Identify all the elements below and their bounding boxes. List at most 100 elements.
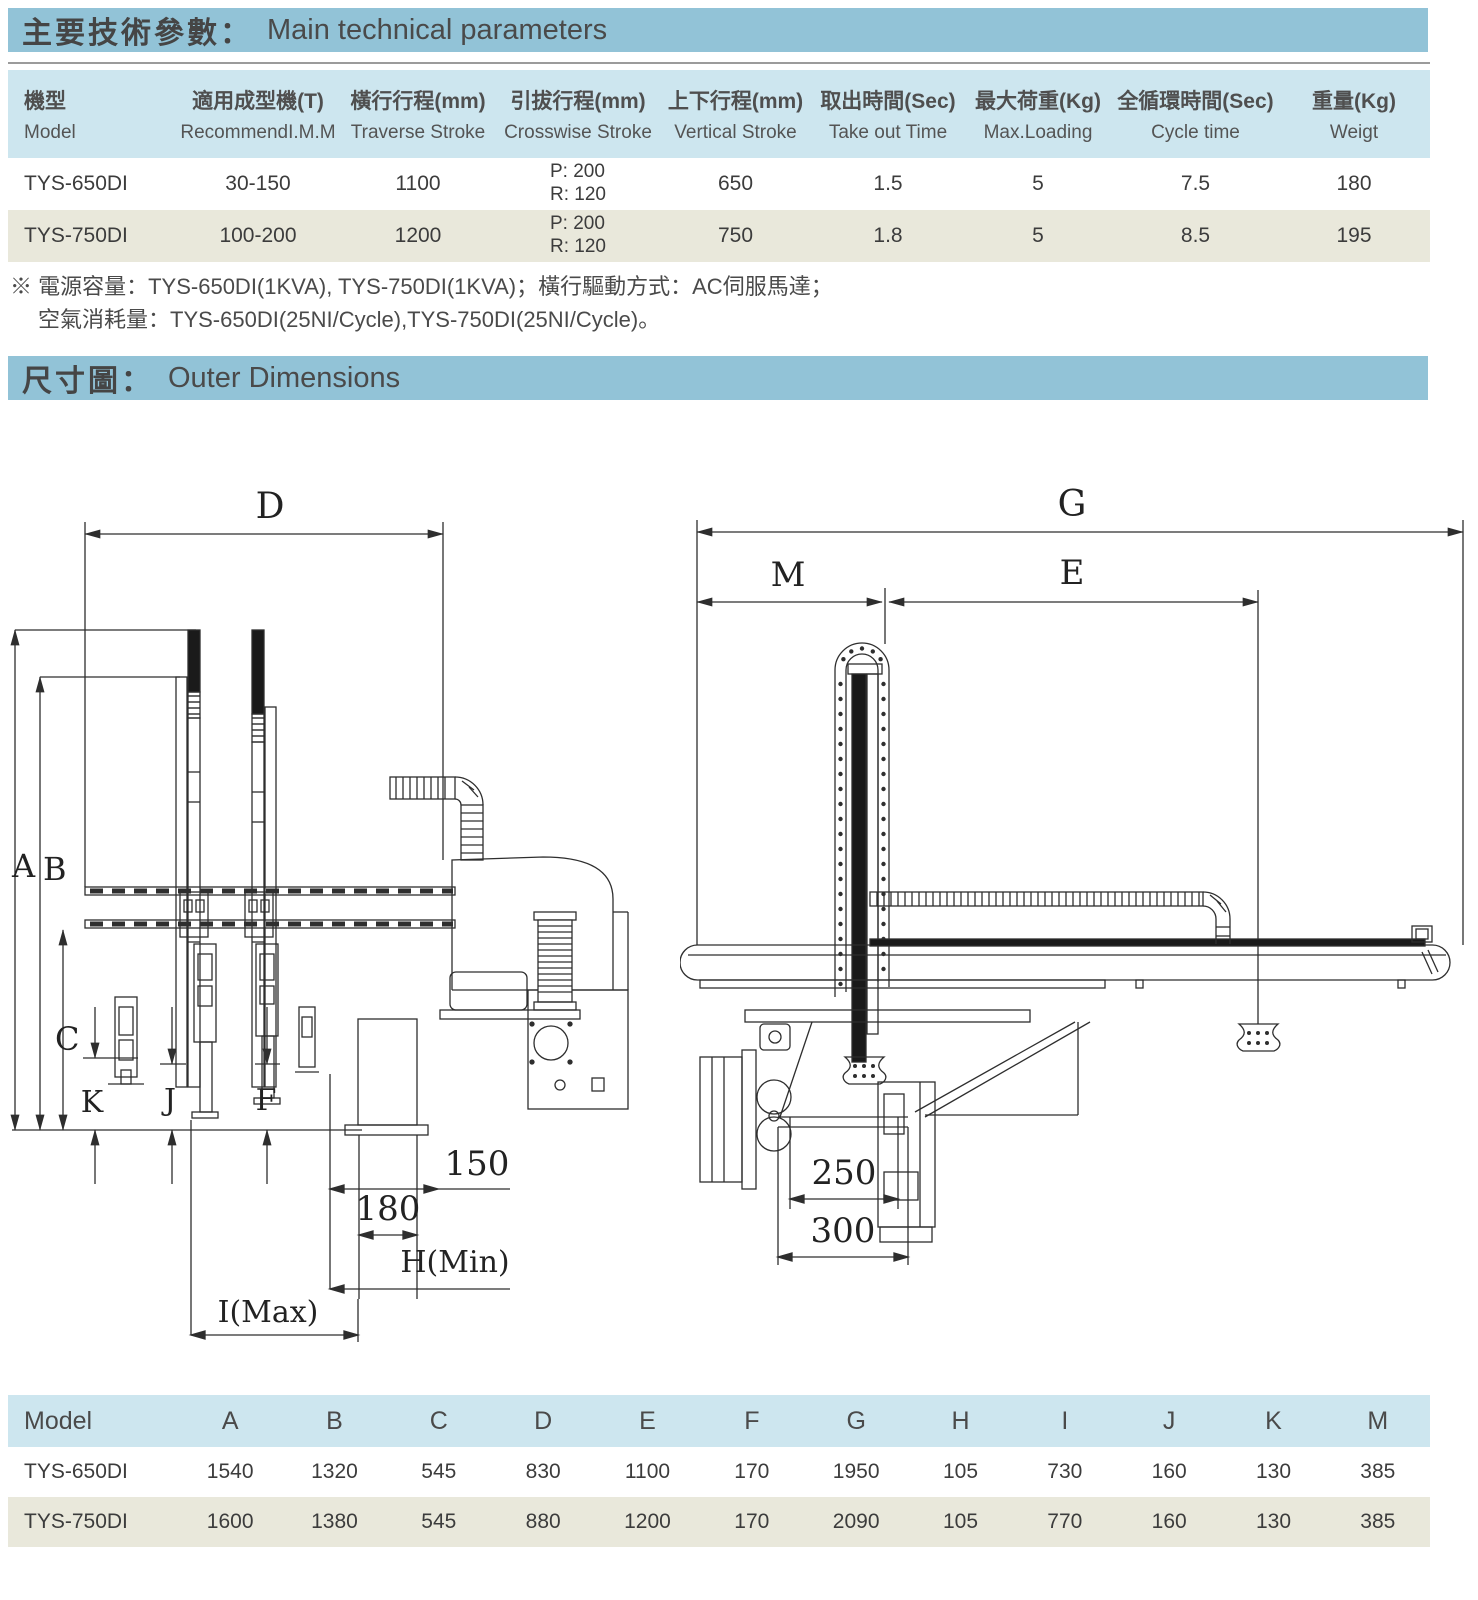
pedestal-column: [344, 1018, 429, 1299]
dimensions-header-cell: D: [534, 1406, 553, 1435]
dimensions-header-cell: B: [326, 1406, 343, 1435]
side-view-drawing: G M E 250 300: [680, 484, 1464, 1265]
cable-chain-horizontal: [869, 891, 1231, 944]
footnote-power: ※ 電源容量：TYS-650DI(1KVA), TYS-750DI(1KVA)；…: [10, 274, 833, 299]
section-title-parameters-en: Main technical parameters: [267, 13, 608, 46]
dimensions-cell: 105: [942, 1510, 979, 1533]
dim-B: [35, 676, 180, 1131]
label-J: J: [161, 1083, 176, 1118]
carriage: [439, 971, 581, 1020]
parameters-cell: 1100: [395, 172, 441, 195]
traverse-beam: [680, 925, 1451, 989]
parameters-header-cell: 橫行行程(mm)Traverse Stroke: [338, 75, 498, 154]
cable-chain-loop: [834, 642, 890, 997]
label-180: 180: [356, 1189, 421, 1229]
dim-M: [696, 588, 886, 644]
header-label-en: Take out Time: [828, 121, 948, 143]
dim-F: [255, 1007, 280, 1184]
dimensions-header-cell: F: [744, 1406, 760, 1435]
header-label-en: Cycle time: [1151, 121, 1240, 143]
gripper-unit-j: [191, 943, 219, 1119]
label-M: M: [771, 555, 806, 595]
parameters-header-cell: 引拔行程(mm)Crosswise Stroke: [498, 75, 658, 154]
dim-K: [83, 1007, 138, 1184]
dimensions-cell: 160: [1151, 1510, 1187, 1533]
dimensions-header-cell: H: [951, 1406, 970, 1435]
vertical-arm-1: [175, 629, 209, 1088]
header-label-zh: 全循環時間(Sec): [1117, 89, 1274, 113]
motor-cylinder: [533, 911, 577, 1011]
parameters-cell: P: 200 R: 120: [498, 161, 658, 207]
label-300: 300: [811, 1211, 876, 1251]
dimensions-header-cell: G: [846, 1406, 866, 1435]
dim-h-min: [327, 1284, 510, 1294]
label-F: F: [256, 1083, 277, 1118]
dimensions-cell: 1200: [624, 1510, 671, 1533]
parameters-header-cell: 重量(Kg)Weigt: [1278, 75, 1430, 154]
gripper-unit-f: [295, 1006, 319, 1073]
dim-180: [356, 1230, 420, 1240]
parameters-header-cell: 適用成型機(T)RecommendI.M.M: [178, 75, 338, 154]
header-label-zh: 引拔行程(mm): [510, 89, 646, 113]
header-label-en: RecommendI.M.M: [180, 121, 336, 143]
label-i-max: I(Max): [218, 1295, 319, 1330]
parameters-header-cell: 取出時間(Sec) Take out Time: [813, 75, 963, 154]
header-label-zh: 上下行程(mm): [667, 89, 804, 113]
header-label-en: Vertical Stroke: [674, 121, 797, 143]
section-title-parameters: 主要技術參數： Main technical parameters: [8, 8, 1428, 52]
header-label-zh: 重量(Kg): [1312, 89, 1396, 113]
parameters-cell: 5: [1032, 172, 1044, 195]
dimensions-header-cell: I: [1061, 1406, 1069, 1435]
dimensions-cell: TYS-650DI: [24, 1460, 128, 1483]
header-label-en: Model: [24, 121, 76, 143]
dimensions-cell: 2090: [832, 1510, 880, 1533]
dimensions-cell: 170: [734, 1460, 770, 1483]
label-150: 150: [445, 1144, 510, 1184]
label-G: G: [1058, 484, 1087, 525]
gripper-unit-arm2: [253, 943, 281, 1105]
dim-D: [84, 522, 444, 887]
parameters-cell: 1200: [394, 224, 442, 247]
parameters-cell: 650: [717, 172, 754, 195]
label-A: A: [11, 847, 36, 885]
dimensions-cell: 545: [421, 1510, 457, 1533]
header-label-zh: 取出時間(Sec): [820, 89, 956, 113]
parameters-cell: 750: [717, 224, 754, 247]
cable-chain: [389, 776, 484, 861]
dimensions-cell: 1320: [311, 1460, 358, 1483]
control-box: [527, 989, 629, 1110]
footnote-air: 空氣消耗量：TYS-650DI(25NI/Cycle),TYS-750DI(25…: [38, 307, 661, 332]
parameters-cell: 30-150: [225, 172, 291, 195]
dim-i-max: [188, 1299, 361, 1342]
dimensions-header-cell: C: [429, 1406, 448, 1435]
front-view-drawing: D A B C K J F 150 180 H(Min) I(Max): [10, 486, 629, 1342]
dimensions-cell: 545: [421, 1460, 457, 1483]
dimensions-cell: 1100: [624, 1460, 671, 1483]
dimensions-cell: 170: [734, 1510, 770, 1533]
dimensions-header-cell: A: [221, 1406, 239, 1435]
section-title-parameters-zh: 主要技術參數：: [22, 17, 253, 50]
footnotes: ※ 電源容量：TYS-650DI(1KVA), TYS-750DI(1KVA)；…: [10, 270, 833, 336]
released-gripper: [1236, 1023, 1281, 1052]
dimensions-cell: 130: [1255, 1460, 1292, 1483]
dim-J: [160, 1007, 186, 1184]
vertical-arm-side: [847, 663, 883, 1063]
dimensions-cell: 160: [1151, 1460, 1187, 1483]
dimensions-header-cell: J: [1162, 1406, 1176, 1435]
carriage-side: [877, 1081, 936, 1243]
dim-250: [787, 1194, 901, 1204]
dimensions-cell: 1600: [206, 1510, 254, 1533]
label-D: D: [256, 486, 285, 527]
parameters-cell: 1.5: [873, 172, 903, 195]
dimensions-cell: 880: [525, 1510, 561, 1533]
dim-G: [696, 520, 1464, 945]
label-h-min: H(Min): [400, 1245, 509, 1280]
traverse-motor: [699, 1023, 792, 1190]
parameters-cell: 195: [1336, 224, 1372, 247]
dimensions-cell: 1540: [206, 1460, 254, 1483]
